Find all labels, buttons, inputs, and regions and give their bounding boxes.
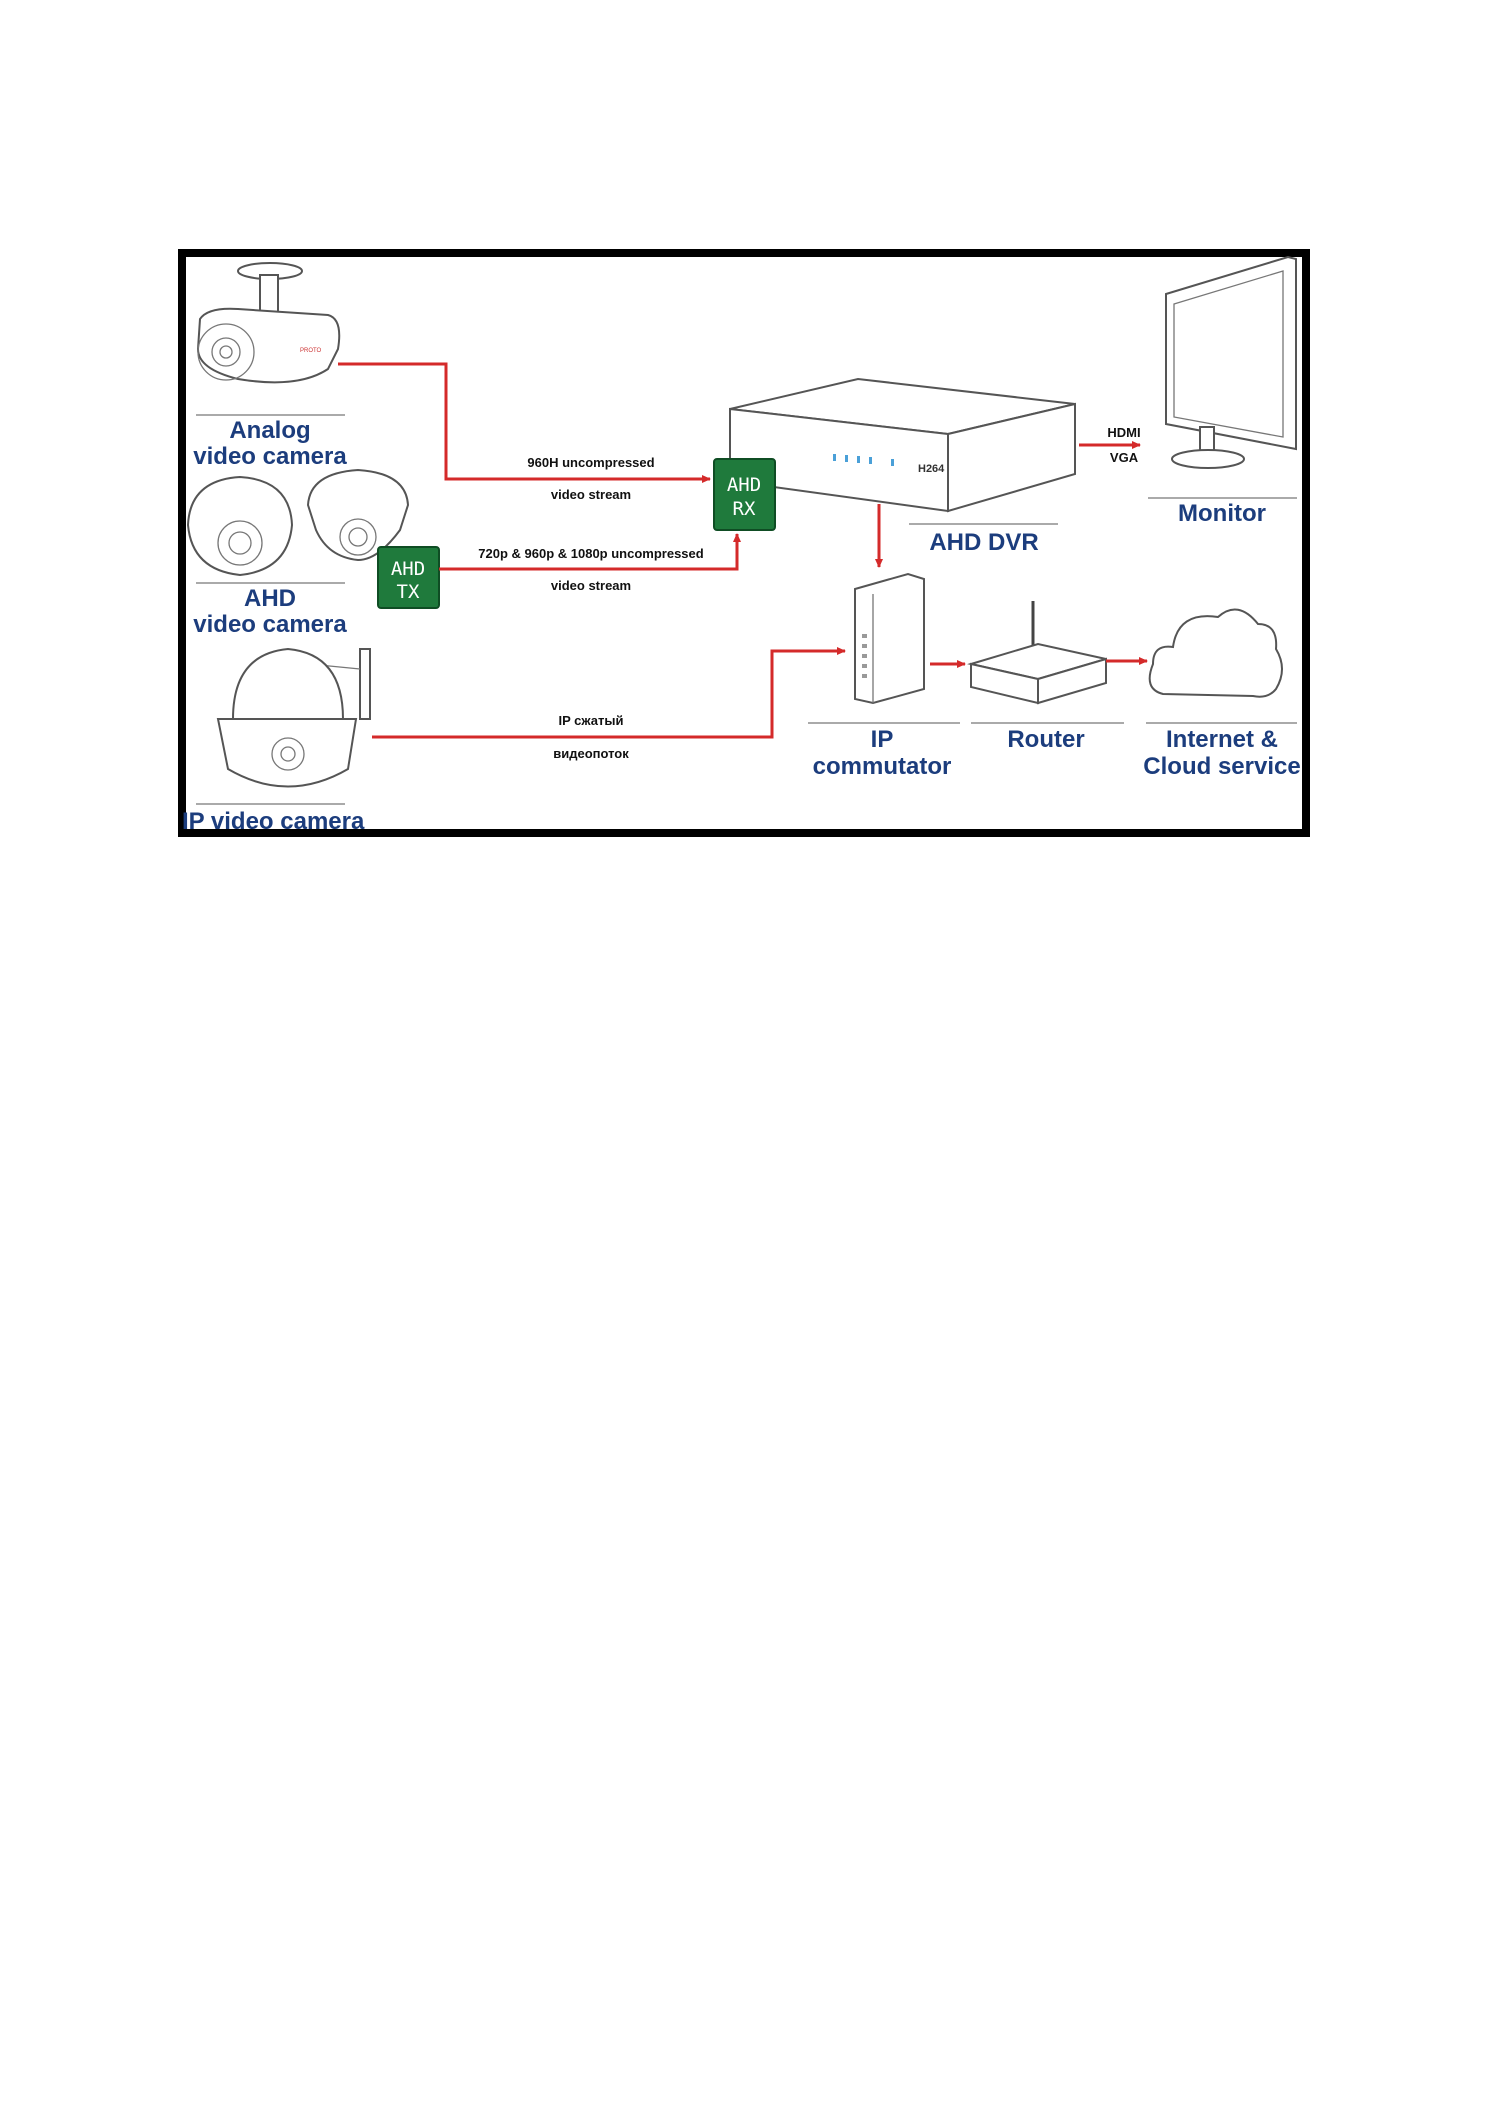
dvr-label: AHD DVR: [929, 529, 1038, 556]
svg-text:PROTO: PROTO: [300, 348, 322, 354]
analog-camera-icon: PROTO: [196, 262, 341, 384]
switch-label-line2: commutator: [813, 753, 952, 780]
ahd-rx-chip: AHD RX: [713, 458, 776, 531]
router-icon: [967, 601, 1107, 705]
analog-camera-label-line2: video camera: [193, 443, 347, 470]
hdmi-label: HDMI: [1107, 425, 1140, 440]
ip-ptz-camera-icon: [216, 647, 371, 788]
vga-label: VGA: [1110, 450, 1139, 465]
analog-camera-label: Analog: [229, 417, 310, 444]
ahd-link-label: 720p & 960p & 1080p uncompressed: [478, 546, 703, 561]
analog-link-label: 960H uncompressed: [527, 455, 654, 470]
dvr-brand-label: H264: [918, 463, 945, 475]
ahd-camera-label-line2: video camera: [193, 611, 347, 638]
cloud-label: Internet &: [1166, 726, 1278, 753]
ahd-camera-label: AHD: [244, 585, 296, 612]
cloud-label-line2: Cloud service: [1143, 753, 1300, 780]
ahd-tx-chip: AHD TX: [377, 546, 440, 609]
tx-to-rx-wire: [439, 533, 741, 571]
monitor-icon: [1165, 255, 1297, 469]
monitor-label: Monitor: [1178, 500, 1266, 527]
cctv-system-diagram: PROTO Analog video camera AHD TX AHD vid…: [178, 249, 1310, 837]
ip-link-label-line2: видеопоток: [553, 746, 629, 761]
analog-link-label-line2: video stream: [551, 487, 631, 502]
ahd-rx-chip-label: AHD: [727, 474, 761, 496]
ahd-link-label-line2: video stream: [551, 578, 631, 593]
ahd-tx-chip-label: AHD: [391, 558, 425, 580]
cloud-icon: [1148, 608, 1283, 698]
diagram-canvas: PROTO Analog video camera AHD TX AHD vid…: [178, 249, 1310, 837]
ip-camera-to-switch-wire: [372, 647, 846, 739]
ahd-rx-chip-label-line2: RX: [733, 498, 756, 520]
ahd-dvr-icon: H264: [729, 377, 1076, 513]
switch-label: IP: [871, 726, 894, 753]
router-label: Router: [1007, 726, 1084, 753]
ip-camera-label: IP video camera: [182, 808, 365, 835]
ahd-dome-camera-icon: [186, 468, 410, 577]
ip-switch-icon: [854, 572, 925, 705]
ip-link-label: IP сжатый: [559, 713, 624, 728]
analog-to-rx-wire: [338, 362, 711, 483]
ahd-tx-chip-label-line2: TX: [397, 581, 420, 603]
